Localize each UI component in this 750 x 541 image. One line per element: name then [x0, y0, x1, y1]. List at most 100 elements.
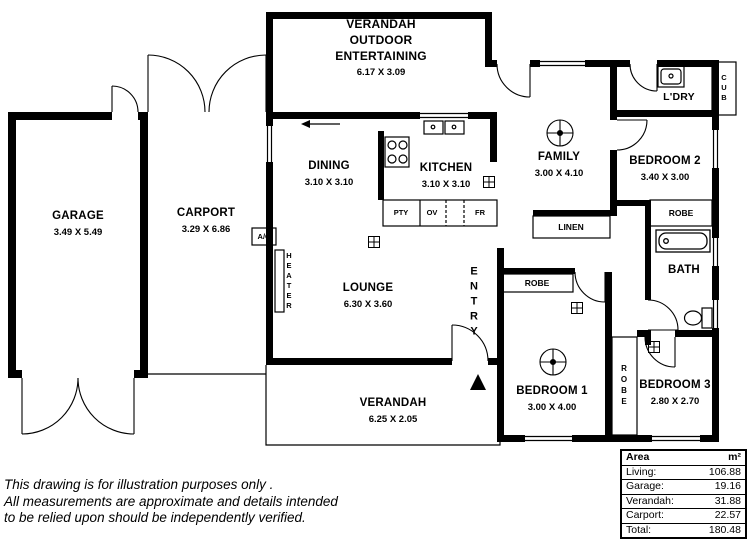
area-label: Verandah: [626, 494, 674, 507]
area-table-header-label: Area [626, 451, 650, 463]
fridge-label: FR [475, 208, 485, 217]
room-dims: 3.00 X 4.00 [527, 402, 577, 413]
heater-unit [274, 249, 285, 313]
vent-icon [571, 302, 583, 314]
thin-outlines [148, 61, 737, 446]
room-dims: 3.00 X 4.10 [534, 168, 584, 179]
room-label-dining: DINING 3.10 X 3.10 [305, 159, 354, 190]
room-label-lounge: LOUNGE 6.30 X 3.60 [343, 281, 393, 312]
robe-bedroom3 [611, 336, 638, 436]
room-name: LOUNGE [342, 282, 394, 294]
room-name: BEDROOM 2 [629, 155, 701, 167]
walls [8, 12, 719, 442]
linen-label: LINEN [558, 222, 584, 232]
room-label-laundry: L'DRY [663, 90, 695, 105]
room-name: GARAGE [52, 210, 104, 222]
area-value: 22.57 [714, 509, 741, 521]
disclaimer-line: All measurements are approximate and det… [4, 493, 338, 509]
room-label-family: FAMILY 3.00 X 4.10 [535, 150, 584, 181]
stove-icon [384, 136, 410, 168]
cub-label: CUB [719, 73, 729, 103]
robe-bedroom2 [649, 199, 713, 227]
room-dims: 6.17 X 3.09 [356, 67, 406, 78]
pantry-label: PTY [393, 208, 409, 217]
room-label-verandah-top: VERANDAH OUTDOOR ENTERTAINING 6.17 X 3.0… [335, 16, 427, 80]
room-dims: 3.29 X 6.86 [181, 224, 231, 235]
room-name: BATH [668, 264, 700, 276]
robe-label-bedroom3: ROBE [619, 364, 629, 408]
area-table-header: Area m² [622, 451, 745, 466]
room-label-bath: BATH [668, 263, 700, 278]
ceiling-fan-icon [539, 348, 567, 376]
room-dims: 3.40 X 3.00 [640, 172, 690, 183]
area-value: 180.48 [708, 523, 741, 536]
room-dims: 6.30 X 3.60 [343, 299, 393, 310]
room-dims: 2.80 X 2.70 [650, 396, 700, 407]
area-table-row: Total: 180.48 [622, 524, 745, 538]
room-label-verandah-bottom: VERANDAH 6.25 X 2.05 [360, 396, 427, 427]
area-table-row: Verandah: 31.88 [622, 494, 745, 509]
vent-icon [648, 341, 660, 353]
room-label-garage: GARAGE 3.49 X 5.49 [52, 209, 104, 240]
room-label-kitchen: KITCHEN 3.10 X 3.10 [420, 161, 473, 192]
disclaimer-line: This drawing is for illustration purpose… [4, 477, 274, 492]
area-table-header-unit: m² [728, 451, 741, 463]
laundry-tub-icon [657, 65, 685, 88]
disclaimer-text: This drawing is for illustration purpose… [4, 477, 338, 527]
vent-icon [483, 176, 495, 188]
area-value: 19.16 [714, 480, 741, 492]
room-name: FAMILY [537, 151, 581, 163]
linen-closet [532, 215, 611, 239]
area-value: 31.88 [714, 494, 741, 507]
room-name: BEDROOM 1 [516, 385, 588, 397]
room-name: DINING [308, 160, 350, 172]
room-name: KITCHEN [419, 162, 473, 174]
bathtub-icon [655, 229, 711, 253]
area-value: 106.88 [708, 465, 741, 478]
robe-label-bedroom1: ROBE [524, 278, 550, 288]
door-arcs [21, 54, 679, 435]
area-label: Living: [626, 465, 657, 478]
room-dims: 3.10 X 3.10 [304, 177, 354, 188]
cub-closet [711, 61, 737, 116]
slider-arrow-icon [301, 120, 340, 128]
sink-icon [423, 120, 465, 135]
room-name: VERANDAH [359, 397, 427, 409]
area-label: Total: [626, 523, 652, 536]
area-table-row: Living: 106.88 [622, 465, 745, 480]
verandah-bottom-edge [265, 365, 501, 446]
vent-icon [368, 236, 380, 248]
room-name: OUTDOOR [349, 33, 413, 47]
disclaimer-line: to be relied upon should be independentl… [4, 510, 306, 525]
room-dims: 6.25 X 2.05 [368, 414, 418, 425]
ceiling-fan-icon [546, 119, 574, 147]
room-name: ENTERTAINING [335, 49, 427, 63]
room-name: L'DRY [663, 91, 695, 103]
room-dims: 3.49 X 5.49 [53, 227, 103, 238]
oven-label: OV [426, 208, 438, 217]
area-label: Carport: [626, 509, 664, 521]
room-name: BEDROOM 3 [639, 379, 711, 391]
area-label: Garage: [626, 480, 664, 492]
room-name: CARPORT [176, 207, 236, 219]
robe-label-bedroom2: ROBE [668, 208, 694, 218]
room-label-carport: CARPORT 3.29 X 6.86 [177, 206, 235, 237]
area-table: Area m² Living: 106.88 Garage: 19.16 Ver… [620, 449, 747, 539]
area-table-row: Garage: 19.16 [622, 480, 745, 495]
room-label-bedroom3: BEDROOM 3 2.80 X 2.70 [639, 378, 710, 409]
ac-unit [251, 227, 277, 246]
room-label-bedroom1: BEDROOM 1 3.00 X 4.00 [516, 384, 587, 415]
entry-marker-icon [470, 374, 486, 390]
room-name: VERANDAH [346, 17, 416, 31]
kitchen-cabinet-row [382, 199, 498, 227]
ac-label: A/C [257, 232, 271, 241]
room-label-entry: ENTRY [468, 265, 480, 341]
heater-label: HEATER [284, 251, 294, 311]
robe-bedroom1 [501, 273, 574, 293]
windows [266, 60, 719, 442]
toilet-icon [683, 307, 713, 329]
area-table-row: Carport: 22.57 [622, 509, 745, 524]
room-dims: 3.10 X 3.10 [421, 179, 471, 190]
